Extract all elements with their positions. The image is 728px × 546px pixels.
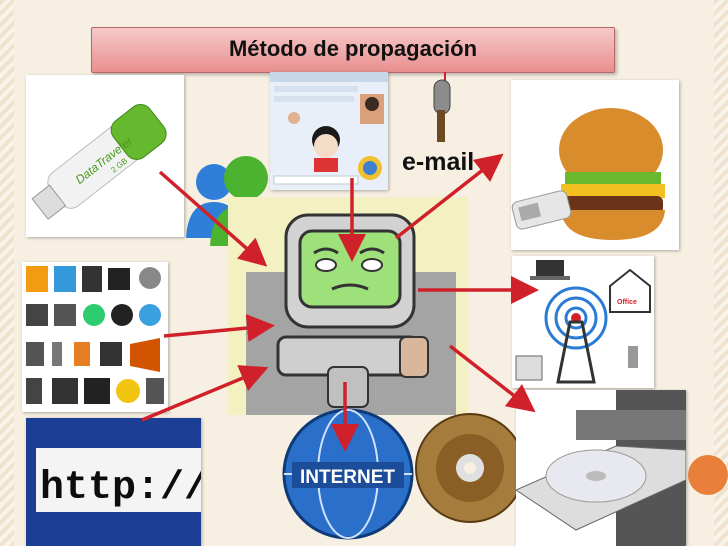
- arrow-url: [141, 365, 269, 422]
- http-url-image: http://w: [26, 418, 201, 546]
- burger-usb-image: [511, 80, 679, 250]
- arrow-email: [394, 153, 504, 240]
- pc-cd-drive-image: [516, 390, 686, 546]
- office-label: Office: [617, 299, 637, 306]
- left-border-pattern: [0, 0, 14, 546]
- arrow-multimedia: [163, 314, 275, 342]
- email-label: e-mail: [402, 148, 474, 176]
- internet-label: INTERNET: [300, 467, 395, 488]
- email-mouse-image: e-mail: [402, 72, 474, 176]
- next-slide-button[interactable]: [688, 455, 728, 495]
- sick-computer-image: [228, 197, 468, 415]
- internet-globe-image: INTERNET: [282, 408, 414, 540]
- page-title: Método de propagación: [228, 36, 478, 61]
- url-text: http://w: [40, 466, 201, 511]
- cd-disc-image: [415, 413, 525, 523]
- chat-window-image: [270, 72, 388, 190]
- title-banner: Método de propagación: [91, 27, 615, 73]
- right-border-pattern: [714, 0, 728, 546]
- usb-drive-image: DataTraveler 2 GB: [26, 75, 184, 237]
- arrow-pc: [448, 344, 536, 413]
- arrow-usb: [158, 170, 268, 267]
- multimedia-icons-image: [22, 262, 168, 412]
